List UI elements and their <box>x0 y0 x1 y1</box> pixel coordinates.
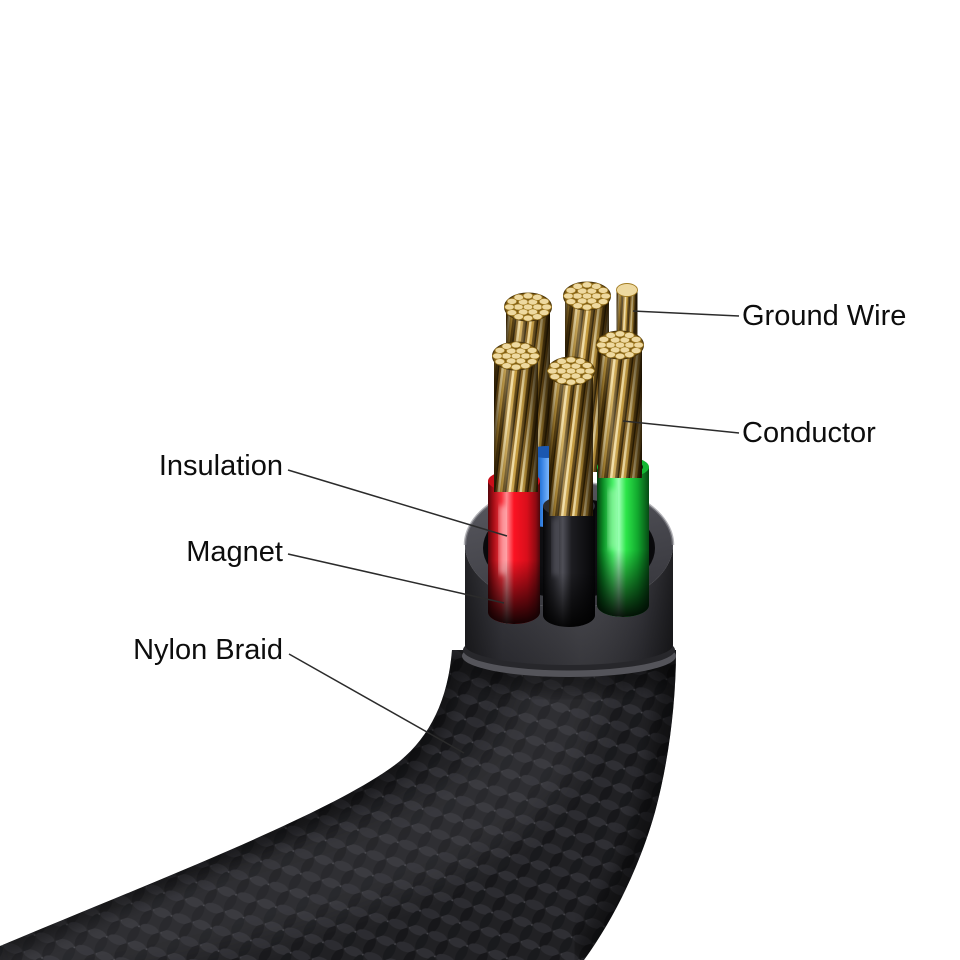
label-conductor: Conductor <box>742 417 876 449</box>
conductor-bundle-black <box>547 356 595 516</box>
leader-line-magnet <box>287 553 505 604</box>
insulation-sleeve-green <box>597 456 649 617</box>
label-magnet: Magnet <box>186 536 283 568</box>
label-insulation: Insulation <box>158 450 283 482</box>
nylon-braid-cable <box>0 650 676 960</box>
conductor-bundle-red <box>492 341 540 492</box>
leader-line-ground-wire <box>632 310 740 317</box>
leader-line-insulation <box>287 469 508 537</box>
leader-line-nylon-braid <box>288 653 465 754</box>
leader-line-conductor <box>622 420 740 434</box>
label-nylon-braid: Nylon Braid <box>133 634 283 666</box>
conductor-bundle-green <box>596 330 644 478</box>
label-ground-wire: Ground Wire <box>742 300 907 332</box>
